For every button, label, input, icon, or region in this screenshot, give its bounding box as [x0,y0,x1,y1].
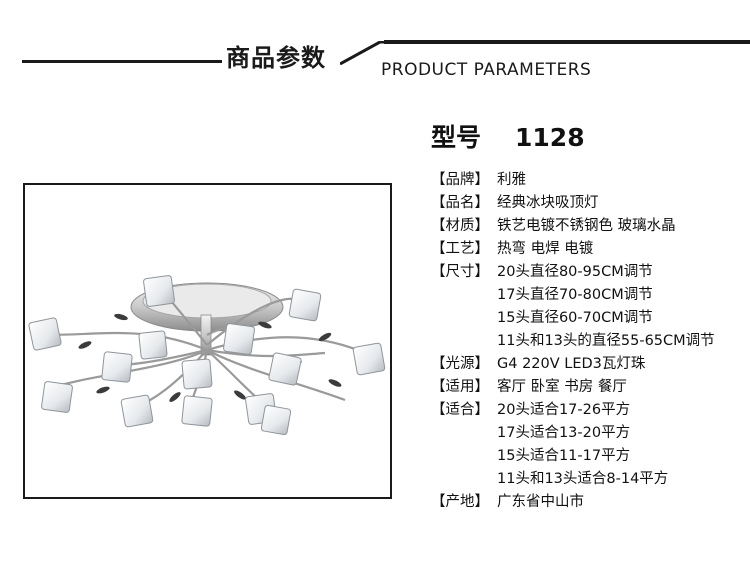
section-title-en: PRODUCT PARAMETERS [381,60,592,80]
spec-label: 【工艺】 [431,241,489,257]
spec-row-applicable: 【适用】客厅 卧室 书房 餐厅 [431,376,750,399]
spec-row-suitable-area-cont: 17头适合13-20平方 [431,422,750,445]
spec-value: 17头适合13-20平方 [497,425,631,441]
spec-value: 15头直径60-70CM调节 [497,310,653,326]
spec-value: 20头直径80-95CM调节 [497,264,653,280]
spec-label: 【尺寸】 [431,264,489,280]
model-label: 型号 [431,123,482,152]
spec-value: 20头适合17-26平方 [497,402,631,418]
model-number: 1128 [515,123,585,152]
spec-label: 【品牌】 [431,172,489,188]
spec-row-size-cont: 15头直径60-70CM调节 [431,307,750,330]
spec-row-suitable-area: 【适合】 20头适合17-26平方 [431,399,750,422]
spec-label: 【材质】 [431,218,489,234]
chandelier-illustration [28,275,386,436]
spec-row-brand: 【品牌】利雅 [431,169,750,192]
spec-label: 【光源】 [431,356,489,372]
product-photo [23,183,392,499]
spec-row-size: 【尺寸】 20头直径80-95CM调节 [431,261,750,284]
spec-value: 利雅 [497,172,526,188]
spec-row-material: 【材质】铁艺电镀不锈钢色 玻璃水晶 [431,215,750,238]
spec-value: G4 220V LED3瓦灯珠 [497,356,646,372]
section-title-cn: 商品参数 [226,44,326,72]
spec-row-size-cont: 17头直径70-80CM调节 [431,284,750,307]
spec-label: 【适合】 [431,402,489,418]
header-rule-right [384,40,750,44]
spec-row-craft: 【工艺】热弯 电焊 电镀 [431,238,750,261]
header-rule-left [22,60,222,63]
spec-value: 经典冰块吸顶灯 [497,195,599,211]
spec-row-suitable-area-cont: 11头和13头适合8-14平方 [431,468,750,491]
spec-label: 【产地】 [431,494,489,510]
spec-value: 17头直径70-80CM调节 [497,287,653,303]
spec-value: 客厅 卧室 书房 餐厅 [497,379,627,395]
spec-row-product-name: 【品名】经典冰块吸顶灯 [431,192,750,215]
spec-label: 【适用】 [431,379,489,395]
spec-value: 铁艺电镀不锈钢色 玻璃水晶 [497,218,676,234]
spec-value: 15头适合11-17平方 [497,448,631,464]
spec-list: 【品牌】利雅 【品名】经典冰块吸顶灯 【材质】铁艺电镀不锈钢色 玻璃水晶 【工艺… [431,169,750,514]
spec-value: 广东省中山市 [497,494,584,510]
model-line: 型号 1128 [431,118,585,154]
spec-row-size-cont: 11头和13头的直径55-65CM调节 [431,330,750,353]
spec-value: 11头和13头适合8-14平方 [497,471,669,487]
spec-label: 【品名】 [431,195,489,211]
spec-value: 11头和13头的直径55-65CM调节 [497,333,715,349]
spec-row-origin: 【产地】广东省中山市 [431,491,750,514]
spec-row-light-source: 【光源】 G4 220V LED3瓦灯珠 [431,353,750,376]
spec-row-suitable-area-cont: 15头适合11-17平方 [431,445,750,468]
spec-value: 热弯 电焊 电镀 [497,241,594,257]
